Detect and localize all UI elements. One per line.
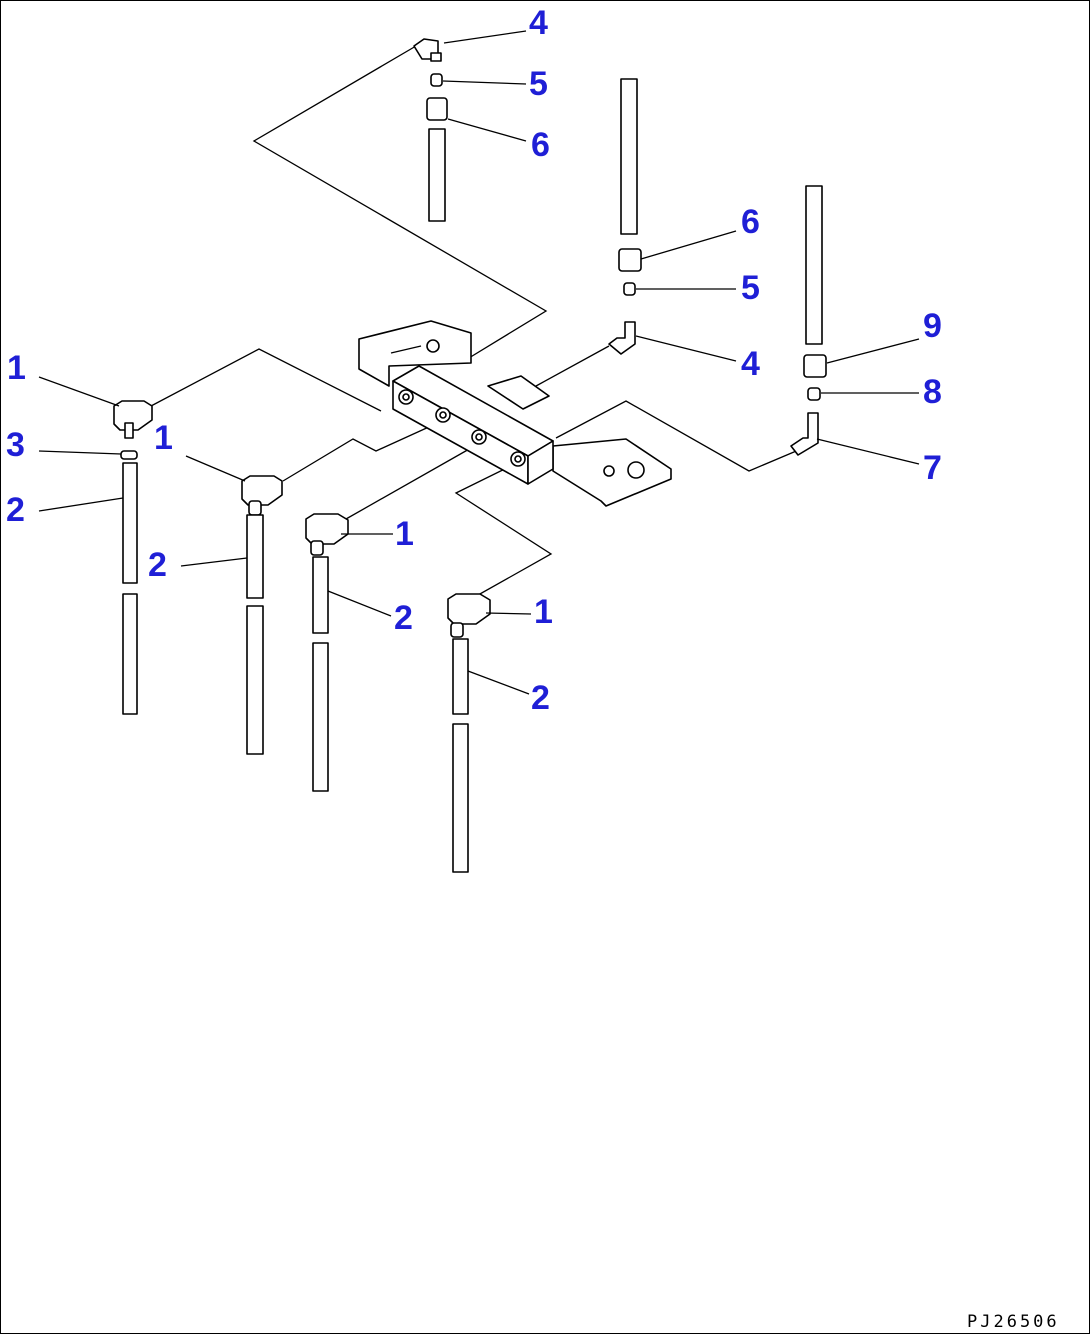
callout-6: 6 [531,126,550,164]
callout-2: 2 [531,679,550,717]
callout-9: 9 [923,307,942,345]
far-right-fitting-stack [790,185,827,456]
leader-lines [38,30,920,695]
callout-1: 1 [7,349,26,387]
callout-5: 5 [741,269,760,307]
callout-4: 4 [529,4,548,42]
callout-8: 8 [923,373,942,411]
connection-lines [150,45,802,600]
callout-3: 3 [6,426,25,464]
right-middle-fitting-stack [608,78,642,355]
callout-7: 7 [923,449,942,487]
callout-2: 2 [394,599,413,637]
callout-2: 2 [6,491,25,529]
nozzle-assembly-1 [113,400,153,715]
callout-1: 1 [395,515,414,553]
nozzle-assembly-4 [447,593,491,873]
callout-5: 5 [529,65,548,103]
drawing-code: PJ26506 [967,1312,1060,1332]
top-fitting-stack [413,38,448,222]
callout-1: 1 [154,419,173,457]
nozzle-assembly-3 [305,513,349,792]
callout-2: 2 [148,546,167,584]
manifold-assembly [358,320,672,507]
callout-1: 1 [534,593,553,631]
nozzle-assembly-2 [241,475,283,755]
callout-4: 4 [741,345,760,383]
callout-6: 6 [741,203,760,241]
callout-labels: 4 5 6 6 5 4 9 8 7 1 3 2 1 2 1 2 1 2 [6,4,942,717]
